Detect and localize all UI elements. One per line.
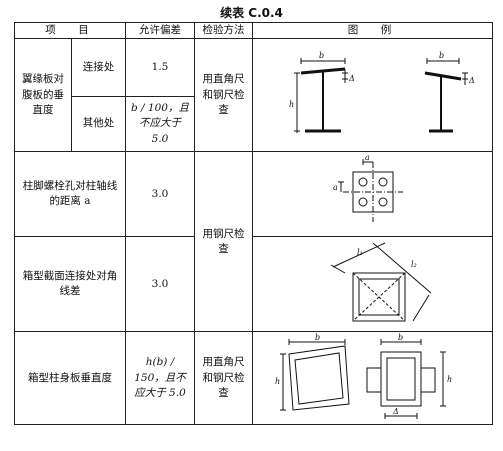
label-delta-left: Δ	[348, 74, 355, 83]
row1-tolerance-connection: 1.5	[125, 38, 195, 97]
label-h-column: h	[447, 375, 452, 384]
box-column-perpendicularity-diagram: b h b h Δ	[275, 333, 452, 420]
row2-item: 柱脚螺栓孔对柱轴线的距离 a	[14, 151, 126, 238]
row1-tolerance-other: b / 100，且不应大于 5.0	[125, 95, 195, 153]
flange-perpendicularity-diagram: b h Δ b Δ	[289, 51, 475, 134]
row3-tolerance: 3.0	[125, 236, 195, 333]
box-diagonal-diagram-cell: l₁ l₂	[252, 236, 493, 333]
header-figure: 图 例	[252, 21, 493, 40]
table-row: 箱型截面连接处对角线差 3.0 l₁ l₂	[14, 236, 493, 333]
table-row: 其他处 b / 100，且不应大于 5.0	[15, 95, 493, 153]
row2-method: 用钢尺检查	[194, 151, 253, 333]
label-b-column: b	[398, 333, 403, 342]
table-row: 箱型柱身板垂直度 h(b) / 150，且不应大于 5.0 用直角尺和钢尺检查	[14, 331, 493, 426]
header-row: 项 目 允许偏差 检验方法 图 例	[14, 21, 493, 40]
label-b-box: b	[315, 333, 320, 342]
table-row: 翼缘板对腹板的垂直度 连接处 1.5 用直角尺和钢尺检查	[14, 38, 493, 153]
header-method: 检验方法	[194, 21, 253, 40]
header-tolerance: 允许偏差	[125, 21, 195, 40]
label-l1: l₁	[357, 248, 363, 257]
label-b-right: b	[439, 51, 444, 60]
box-diagonal-diagram: l₁ l₂	[330, 242, 432, 322]
row1-part-connection: 连接处	[71, 38, 126, 97]
label-delta-column: Δ	[392, 407, 399, 416]
label-b-left: b	[319, 51, 324, 60]
table-row: 柱脚螺栓孔对柱轴线的距离 a 3.0 用钢尺检查	[14, 151, 493, 333]
label-a-left: a	[333, 183, 338, 192]
table-title: 续表 C.0.4	[220, 6, 283, 20]
row4-tolerance: h(b) / 150，且不应大于 5.0	[125, 331, 195, 426]
row2-tolerance: 3.0	[125, 151, 195, 238]
row4-method: 用直角尺和钢尺检查	[194, 331, 253, 426]
label-a-top: a	[365, 153, 370, 162]
row3-item: 箱型截面连接处对角线差	[14, 236, 126, 333]
tolerance-table: 项 目 允许偏差 检验方法 图 例 翼缘板对腹板的垂直度 连接处 1.5 用直角…	[14, 21, 493, 426]
label-h-box: h	[275, 377, 280, 386]
row1-item: 翼缘板对腹板的垂直度	[14, 38, 72, 153]
bolt-hole-diagram-cell: a a	[252, 151, 493, 238]
label-h-left: h	[289, 100, 294, 109]
row4-item: 箱型柱身板垂直度	[14, 331, 126, 426]
label-delta-right: Δ	[468, 76, 475, 85]
bolt-hole-diagram: a a	[333, 153, 403, 223]
label-l2: l₂	[411, 260, 417, 269]
row1-part-other: 其他处	[71, 95, 126, 153]
header-item: 项 目	[14, 21, 126, 40]
box-column-diagram-cell: b h b h Δ	[252, 331, 493, 426]
flange-diagram-cell: b h Δ b Δ	[252, 38, 493, 153]
row1-method: 用直角尺和钢尺检查	[194, 38, 253, 153]
